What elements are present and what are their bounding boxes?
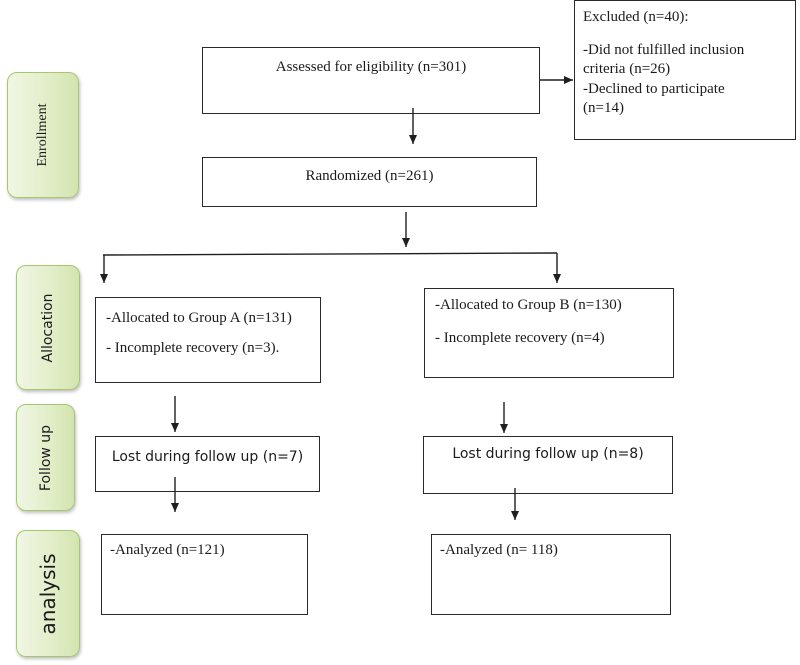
stage-analysis: analysis [16, 530, 80, 657]
excluded-title: Excluded (n=40): [583, 9, 689, 25]
assessed-box: Assessed for eligibility (n=301) [202, 47, 540, 114]
analyzed-a-box: -Analyzed (n=121) [101, 534, 308, 615]
group-b-box: -Allocated to Group B (n=130) - Incomple… [424, 288, 674, 378]
group-b-incomplete: - Incomplete recovery (n=4) [435, 329, 605, 346]
analyzed-b-text: -Analyzed (n= 118) [440, 542, 558, 558]
lost-b-text: Lost during follow up (n=8) [452, 446, 644, 462]
excluded-reason-2-count: (n=14) [583, 100, 624, 116]
stage-enrollment: Enrollment [7, 72, 79, 198]
randomized-box: Randomized (n=261) [202, 157, 537, 207]
lost-b-box: Lost during follow up (n=8) [423, 436, 673, 494]
stage-followup: Follow up [16, 404, 75, 511]
excluded-box: Excluded (n=40): -Did not fulfilled incl… [574, 0, 796, 140]
analyzed-a-text: -Analyzed (n=121) [110, 542, 225, 558]
lost-a-text: Lost during follow up (n=7) [111, 449, 304, 465]
excluded-reason-2: -Declined to participate [583, 80, 725, 97]
lost-a-box: Lost during follow up (n=7) [95, 436, 320, 492]
analyzed-b-box: -Analyzed (n= 118) [431, 534, 671, 615]
stage-allocation: Allocation [16, 265, 80, 390]
group-b-allocated: -Allocated to Group B (n=130) [435, 297, 622, 313]
group-a-incomplete: - Incomplete recovery (n=3). [106, 339, 280, 356]
assessed-text: Assessed for eligibility (n=301) [275, 59, 467, 75]
randomized-text: Randomized (n=261) [305, 168, 434, 184]
group-a-box: -Allocated to Group A (n=131) - Incomple… [95, 297, 321, 383]
excluded-reason-1-count: criteria (n=26) [583, 61, 671, 77]
excluded-reason-1: -Did not fulfilled inclusion [583, 41, 745, 58]
split-horizontal-line [102, 252, 558, 256]
group-a-allocated: -Allocated to Group A (n=131) [106, 310, 292, 326]
